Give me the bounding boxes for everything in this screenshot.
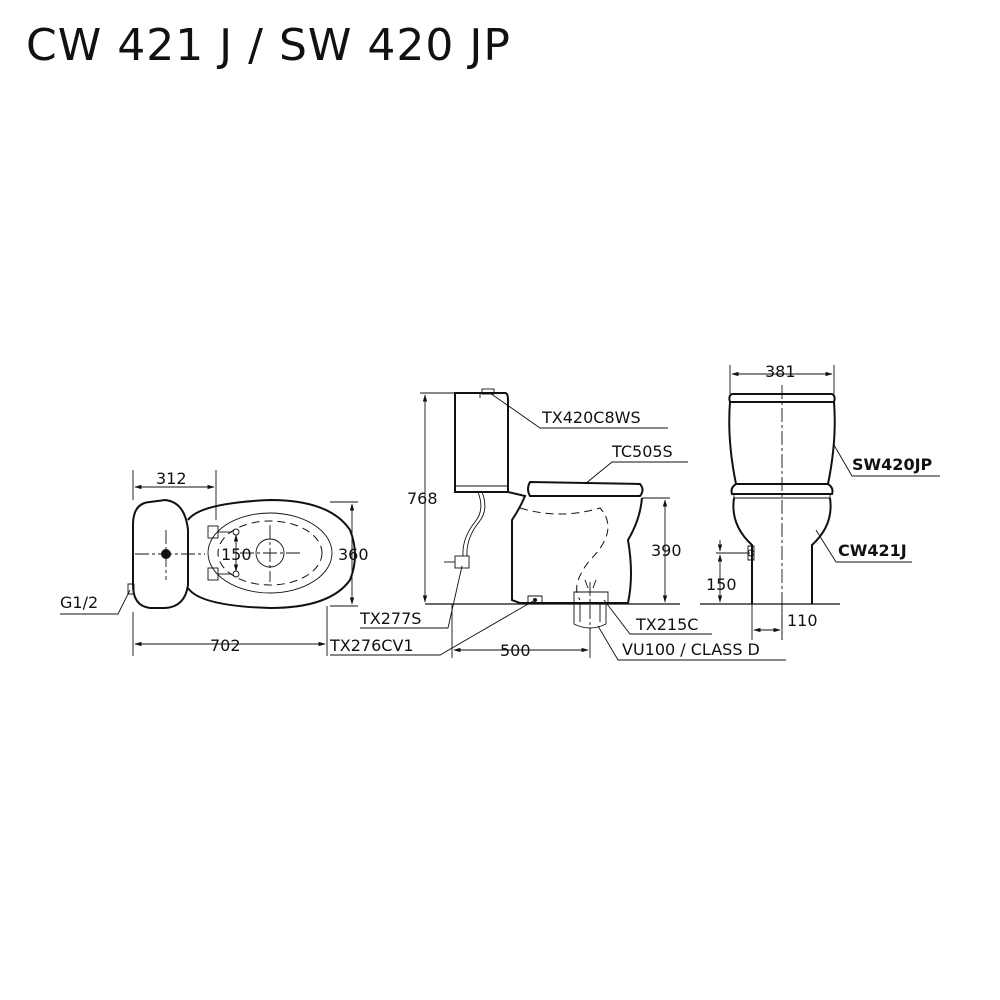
page-title: CW 421 J / SW 420 JP: [26, 20, 511, 71]
dim-150-front: 150: [706, 575, 737, 594]
side-view: 768 390 500 TX420C8WS TC505S TX277S TX27…: [329, 388, 786, 661]
label-tx276cv1: TX276CV1: [329, 636, 414, 655]
leader-sw420jp: [833, 444, 940, 477]
hinge-bolts: [207, 525, 240, 581]
dim-150-top: 150: [221, 545, 252, 564]
side-seat-outline: [527, 480, 644, 497]
top-tank-outline: [132, 498, 189, 609]
dim-500: 500: [500, 641, 531, 660]
trapway-dashed: [519, 507, 609, 601]
dim-702: 702: [210, 636, 241, 655]
label-sw420jp: SW420JP: [852, 455, 933, 474]
label-tx420c8ws: TX420C8WS: [541, 408, 641, 427]
dim-381: 381: [765, 362, 796, 381]
dim-390: 390: [651, 541, 682, 560]
leader-tc505s: [584, 461, 688, 485]
dim-360: 360: [338, 545, 369, 564]
top-inlet: [127, 583, 135, 595]
dim-312: 312: [156, 469, 187, 488]
top-bowl-inner: [217, 520, 323, 586]
floor-fixing: [527, 595, 543, 605]
leader-vu100: [597, 625, 786, 661]
tank-button: [481, 388, 495, 395]
front-bowl: [732, 497, 832, 604]
top-bowl-rim: [207, 512, 333, 594]
label-cw421j: CW421J: [838, 541, 907, 560]
leader-tx420c8ws: [489, 392, 668, 429]
leader-tx277s: [360, 565, 463, 629]
label-vu100: VU100 / CLASS D: [622, 640, 760, 659]
top-bowl-outline: [187, 498, 356, 610]
front-view: 381 150 110 SW420JP CW421J: [700, 362, 940, 640]
side-tank-outline: [454, 392, 509, 493]
label-tx277s: TX277S: [359, 609, 421, 628]
dim-110: 110: [787, 611, 818, 630]
flange-top: [573, 591, 609, 605]
side-bowl-outline: [507, 491, 643, 604]
label-tx215c: TX215C: [635, 615, 698, 634]
dim-768: 768: [407, 489, 438, 508]
leader-tx276cv1: [330, 599, 536, 656]
top-view: G1/2 312 150 360 702: [60, 469, 369, 656]
label-tc505s: TC505S: [611, 442, 673, 461]
front-inlet: [747, 545, 755, 561]
leader-cw421j: [815, 529, 912, 563]
g12-leader: [60, 589, 131, 615]
label-g1-2: G1/2: [60, 593, 98, 612]
leader-tx215c: [603, 599, 712, 635]
supply-hose: [462, 491, 482, 557]
